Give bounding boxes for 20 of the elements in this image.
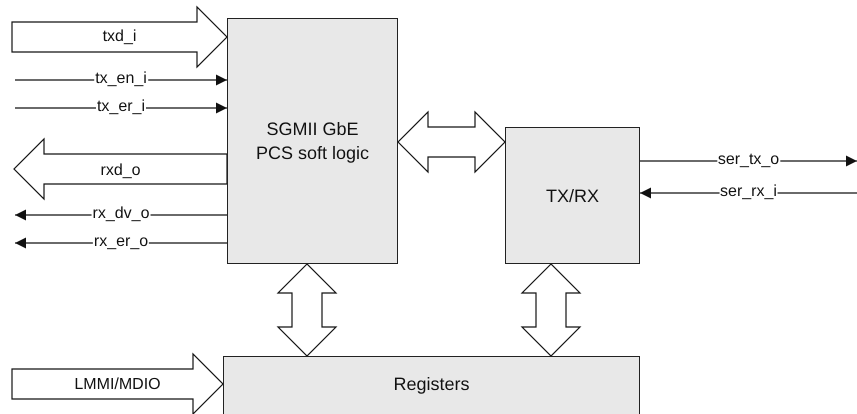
signal-label: txd_i <box>102 28 138 46</box>
edge-label: rx_dv_o <box>92 205 150 224</box>
block-box <box>505 127 640 264</box>
block-arrow <box>397 110 506 174</box>
block-arrow <box>11 352 224 414</box>
edge-label: ser_tx_o <box>716 151 780 170</box>
block-box <box>223 356 640 414</box>
signal-label: rxd_o <box>99 162 142 180</box>
block-arrow <box>13 138 228 200</box>
block-box <box>227 18 398 264</box>
signal-label: LMMI/MDIO <box>73 376 162 394</box>
edge-label: ser_rx_i <box>719 183 778 202</box>
block-arrow <box>520 263 582 357</box>
block-label: Registers <box>393 373 470 396</box>
edge-label: tx_en_i <box>94 70 148 88</box>
block-arrow <box>11 6 228 68</box>
block-label: SGMII GbE PCS soft logic <box>254 118 370 165</box>
block-label: TX/RX <box>546 184 599 208</box>
block-arrow <box>276 263 338 357</box>
edge-label: tx_er_i <box>96 98 146 116</box>
